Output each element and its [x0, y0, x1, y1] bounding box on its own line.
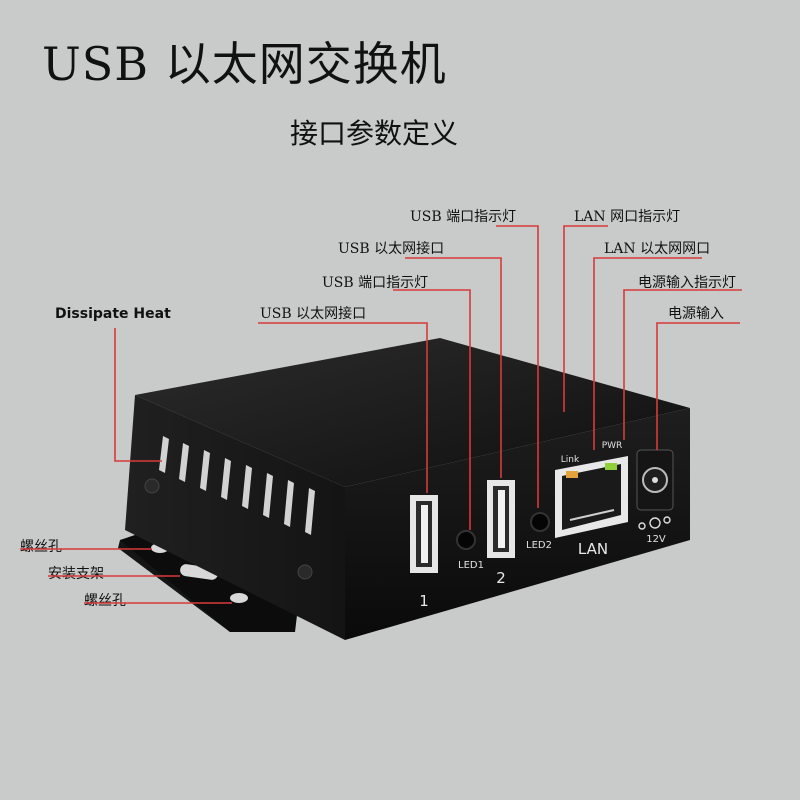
heat-vents — [159, 436, 315, 535]
port1-number: 1 — [419, 592, 429, 610]
lan-power-led — [605, 463, 617, 470]
leader-lines — [20, 225, 742, 604]
leader-dissipate-heat — [114, 328, 162, 462]
link-label: Link — [561, 455, 580, 465]
screw-icon — [144, 478, 160, 494]
callout-bracket: 安装支架 — [48, 566, 104, 582]
callout-screw-hole-bottom: 螺丝孔 — [84, 593, 126, 609]
leader-usb-led-2 — [496, 225, 539, 508]
leader-lan-led — [563, 225, 608, 412]
led1-indicator — [456, 530, 476, 550]
page-title: USB 以太网交换机 — [42, 37, 447, 91]
screw-hole-icon — [230, 593, 248, 603]
leader-power-led — [623, 289, 742, 440]
lan-label: LAN — [578, 540, 608, 558]
callout-usb-led-2: USB 端口指示灯 — [410, 209, 517, 225]
polarity-icon — [638, 516, 671, 530]
leader-usb-port-2 — [405, 257, 502, 478]
pwr-label: PWR — [602, 441, 623, 451]
callout-screw-hole-top: 螺丝孔 — [20, 539, 62, 555]
page-subtitle: 接口参数定义 — [290, 117, 459, 150]
callout-usb-port-2: USB 以太网接口 — [338, 241, 445, 257]
lan-port — [555, 456, 628, 538]
callout-usb-port-1: USB 以太网接口 — [260, 306, 367, 322]
voltage-label: 12V — [646, 534, 666, 545]
screw-icon — [297, 564, 313, 580]
led2-indicator — [530, 512, 550, 532]
leader-usb-led-1 — [393, 289, 471, 530]
callout-lan-port: LAN 以太网网口 — [604, 241, 711, 257]
led1-label: LED1 — [458, 560, 484, 571]
leader-power-input — [656, 322, 740, 450]
chassis-side — [125, 395, 345, 640]
leader-lan-port — [593, 257, 702, 450]
usb-port-2 — [487, 480, 515, 558]
callout-dissipate-heat: Dissipate Heat — [55, 306, 171, 322]
usb-port-1 — [410, 495, 438, 573]
callout-lan-led: LAN 网口指示灯 — [574, 209, 681, 225]
callout-usb-led-1: USB 端口指示灯 — [322, 275, 429, 291]
led2-label: LED2 — [526, 540, 552, 551]
leader-usb-port-1 — [258, 322, 428, 493]
callout-power-input: 电源输入 — [668, 306, 724, 322]
lan-link-led — [566, 471, 578, 478]
callout-power-led: 电源输入指示灯 — [638, 275, 736, 291]
power-jack — [636, 449, 674, 530]
chassis-top — [135, 338, 690, 487]
port2-number: 2 — [496, 569, 506, 587]
